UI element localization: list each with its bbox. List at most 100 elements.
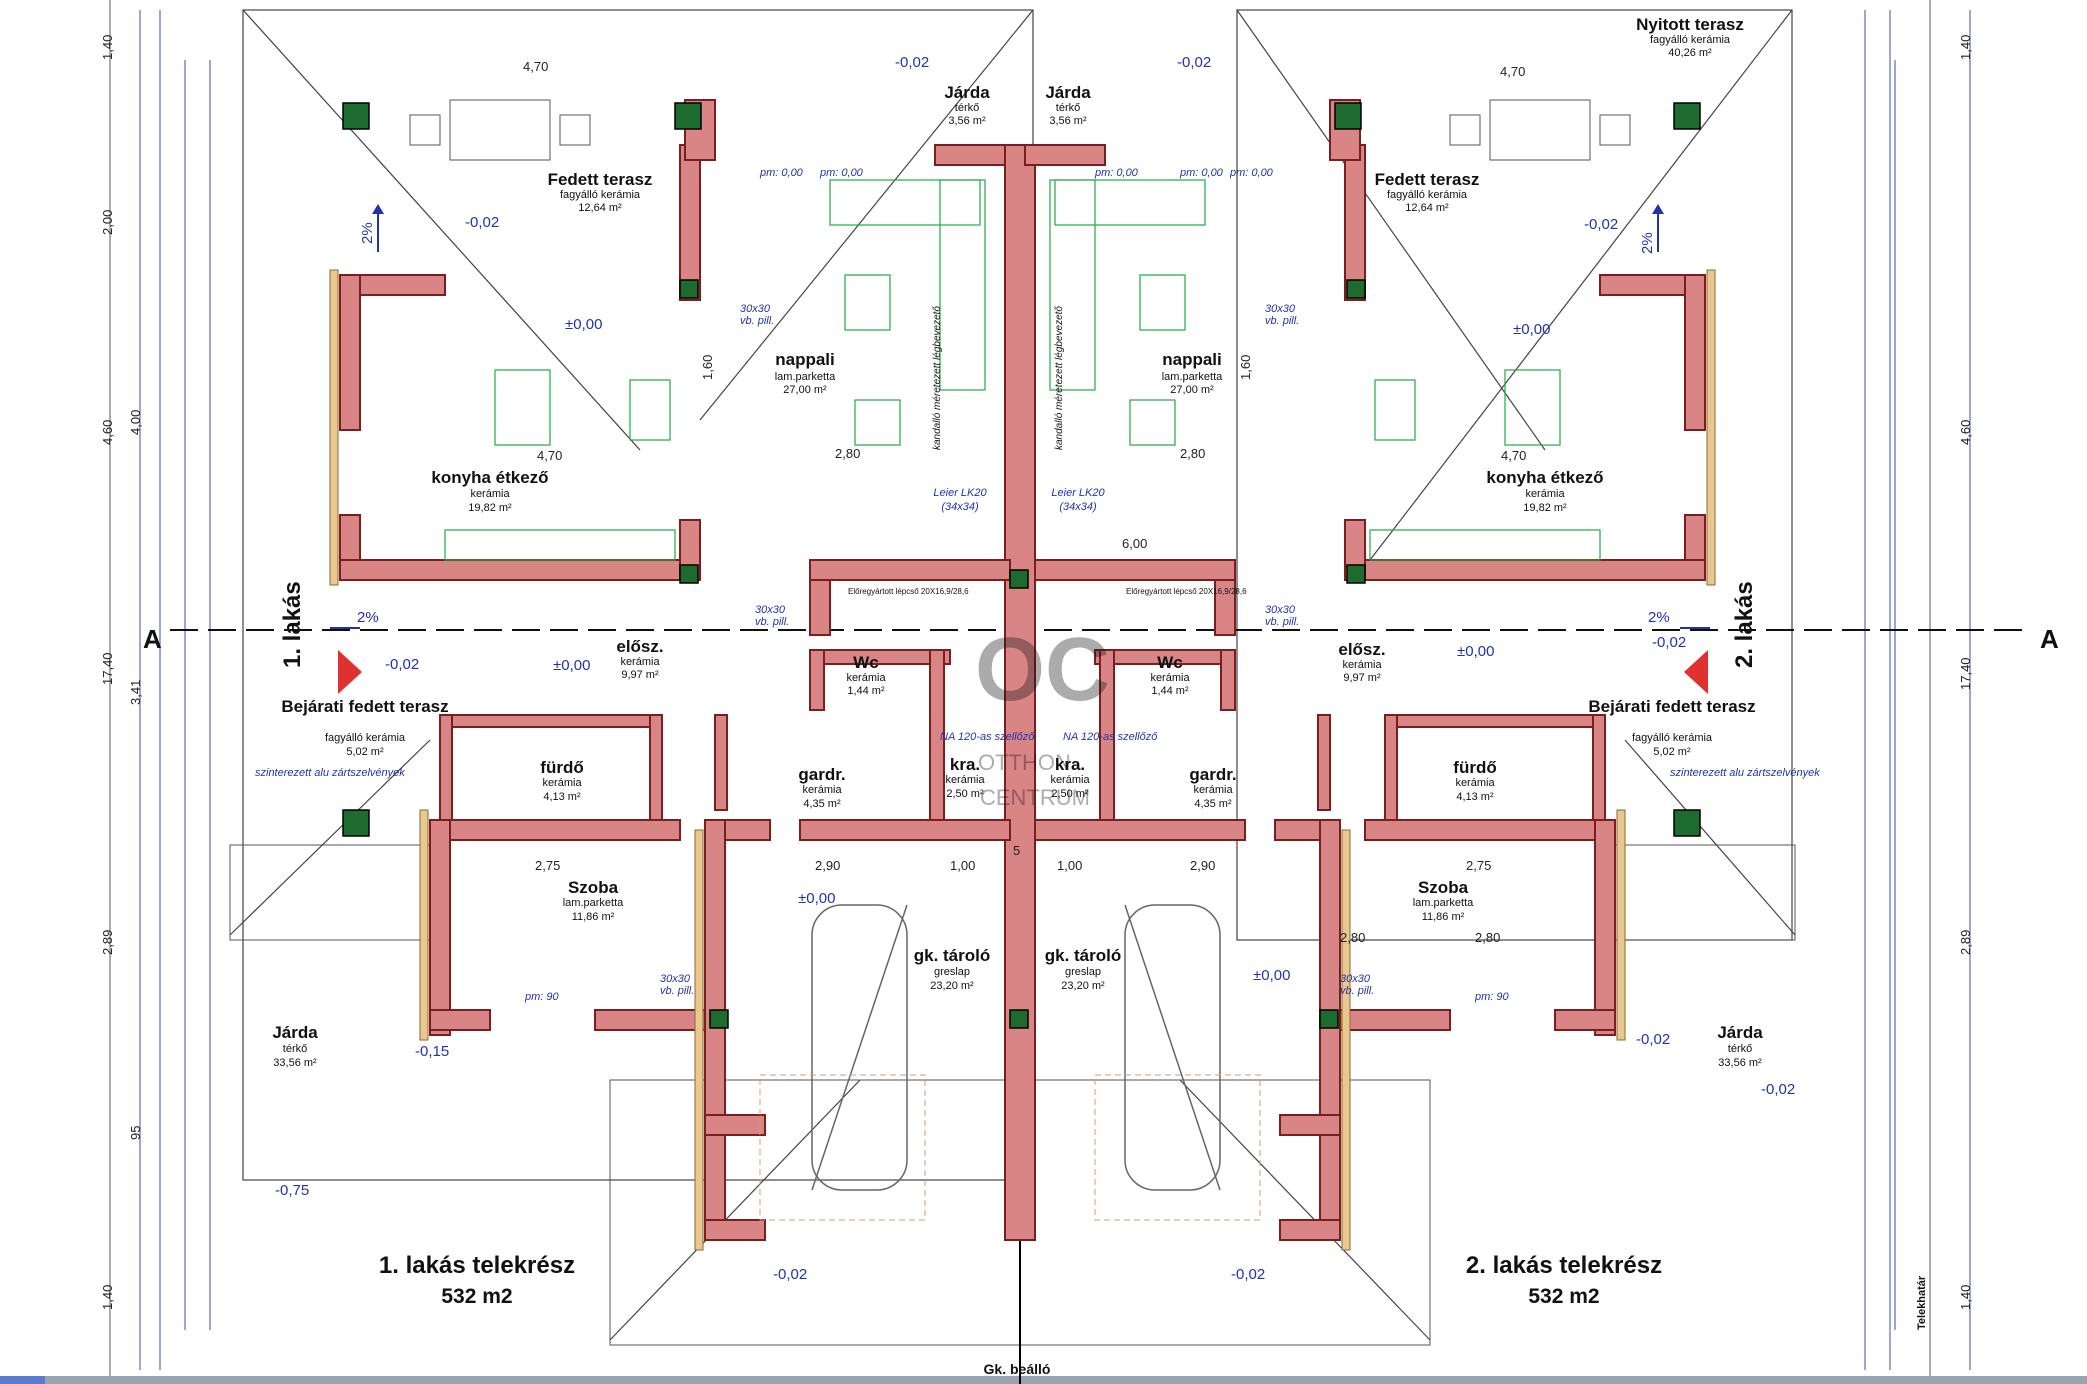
room-area: 9,97 m² [1343,672,1381,684]
floor-level-note: pm: 90 [524,991,560,1003]
room-material: kerámia [802,784,842,796]
apartment-titles: 1. lakás 2. lakás 1. lakás telekrész 532… [279,581,1758,1308]
room-name: nappali [1162,350,1222,369]
vent-note: kandalló méretezett légbevezető [932,306,943,450]
room-name: Bejárati fedett terasz [281,697,448,716]
room-area: 1,44 m² [847,685,885,697]
section-label-left: A [143,624,162,654]
room-material: fagyálló kerámia [1387,189,1468,201]
room-name: Járda [1717,1023,1763,1042]
room-material: lam.parketta [563,897,624,909]
room-area: 40,26 m² [1668,47,1712,59]
level-mark: -0,15 [415,1043,449,1060]
room-material: lam.parketta [775,371,836,383]
level-mark: -0,02 [1636,1031,1670,1048]
pillar-sub: vb. pill. [1265,315,1299,327]
floor-level-note: pm: 90 [1474,991,1510,1003]
room-material: lam.parketta [1413,897,1474,909]
pillar-sub: vb. pill. [755,616,789,628]
dim-value: 2,75 [1466,858,1491,873]
dim-value: 1,40 [1958,1285,1973,1310]
room-name: Bejárati fedett terasz [1588,697,1755,716]
room-name: Fedett terasz [1375,170,1480,189]
columns [342,102,1701,1029]
level-mark: -0,02 [1231,1266,1265,1283]
room-labels-left: Fedett terasz fagyálló kerámia 12,64 m² … [272,83,990,1069]
room-name: Wc [853,653,879,672]
room-material: kerámia [846,672,886,684]
chimney-size: (34x34) [1059,501,1097,513]
room-material: kerámia [1342,659,1382,671]
glazing-note: szinterezett alu zártszelvények [1670,767,1820,779]
watermark-logo: OC [975,620,1110,720]
room-name: gk. tároló [914,946,991,965]
room-material: kerámia [470,488,510,500]
room-material: térkő [955,102,979,114]
floor-level-note: pm: 0,00 [1229,167,1274,179]
chimney-note: Leier LK20 [1051,487,1105,499]
section-line: A A [143,624,2059,694]
room-material: kerámia [620,656,660,668]
room-material: térkő [283,1043,307,1055]
room-name: Szoba [1418,878,1469,897]
room-area: 4,35 m² [803,798,841,810]
dim-value: 2,90 [815,858,840,873]
dim-value: 17,40 [100,652,115,685]
floor-level-note: pm: 0,00 [819,167,864,179]
dim-value: 2,89 [1958,930,1973,955]
room-name: elősz. [1338,640,1385,659]
room-area: 33,56 m² [273,1057,317,1069]
room-area: 4,35 m² [1194,798,1232,810]
room-name: Wc [1157,653,1183,672]
slope-mark: 2% [357,609,379,626]
slope-mark: 2% [1639,232,1656,254]
pillar-label: 30x30 [660,973,691,985]
vent-grille-note: NA 120-as szellőző [1063,731,1158,743]
dim-value: 4,70 [1500,64,1525,79]
room-material: fagyálló kerámia [1650,34,1731,46]
dim-value: 2,89 [100,930,115,955]
pillar-label: 30x30 [1265,303,1296,315]
level-mark: -0,02 [1652,634,1686,651]
room-material: kerámia [945,774,985,786]
room-material: kerámia [1150,672,1190,684]
level-marks: ±0,00 ±0,00 ±0,00 ±0,00 ±0,00 ±0,00 -0,0… [275,54,1795,1283]
room-name: gardr. [1189,765,1236,784]
room-name: elősz. [616,637,663,656]
watermark-line2: CENTRUM [980,785,1090,810]
pillar-label: 30x30 [755,604,786,616]
room-name: Járda [272,1023,318,1042]
toolbar-button [0,1376,45,1384]
room-material: fagyálló kerámia [1632,732,1713,744]
room-area: 11,86 m² [1422,911,1465,923]
dim-value: 1,60 [1238,355,1253,380]
room-area: 3,56 m² [1049,115,1087,127]
room-area: 3,56 m² [948,115,986,127]
slope-mark: 2% [1648,609,1670,626]
bottom-toolbar-strip [0,1376,2087,1384]
room-name: fürdő [1453,758,1496,777]
dim-value: 2,75 [535,858,560,873]
chimney-size: (34x34) [941,501,979,513]
dim-value: 1,40 [100,1285,115,1310]
dim-value: 4,60 [100,420,115,445]
level-mark: -0,02 [465,214,499,231]
room-name: fürdő [540,758,583,777]
dim-value: 2,80 [1340,930,1365,945]
room-area: 19,82 m² [468,502,512,514]
room-area: 5,02 m² [1653,746,1691,758]
room-area: 19,82 m² [1523,502,1567,514]
level-mark: -0,02 [1584,216,1618,233]
room-material: kerámia [1455,777,1495,789]
dim-value: 1,00 [950,858,975,873]
furniture [409,99,1631,561]
room-area: 9,97 m² [621,669,659,681]
vent-grille-note: NA 120-as szellőző [940,731,1035,743]
plot-title-left: 1. lakás telekrész [379,1252,575,1279]
level-mark: ±0,00 [1513,321,1550,338]
dim-value: 5 [1013,843,1020,858]
dim-value: 4,60 [1958,420,1973,445]
dim-value: 2,80 [835,446,860,461]
room-area: 1,44 m² [1151,685,1189,697]
